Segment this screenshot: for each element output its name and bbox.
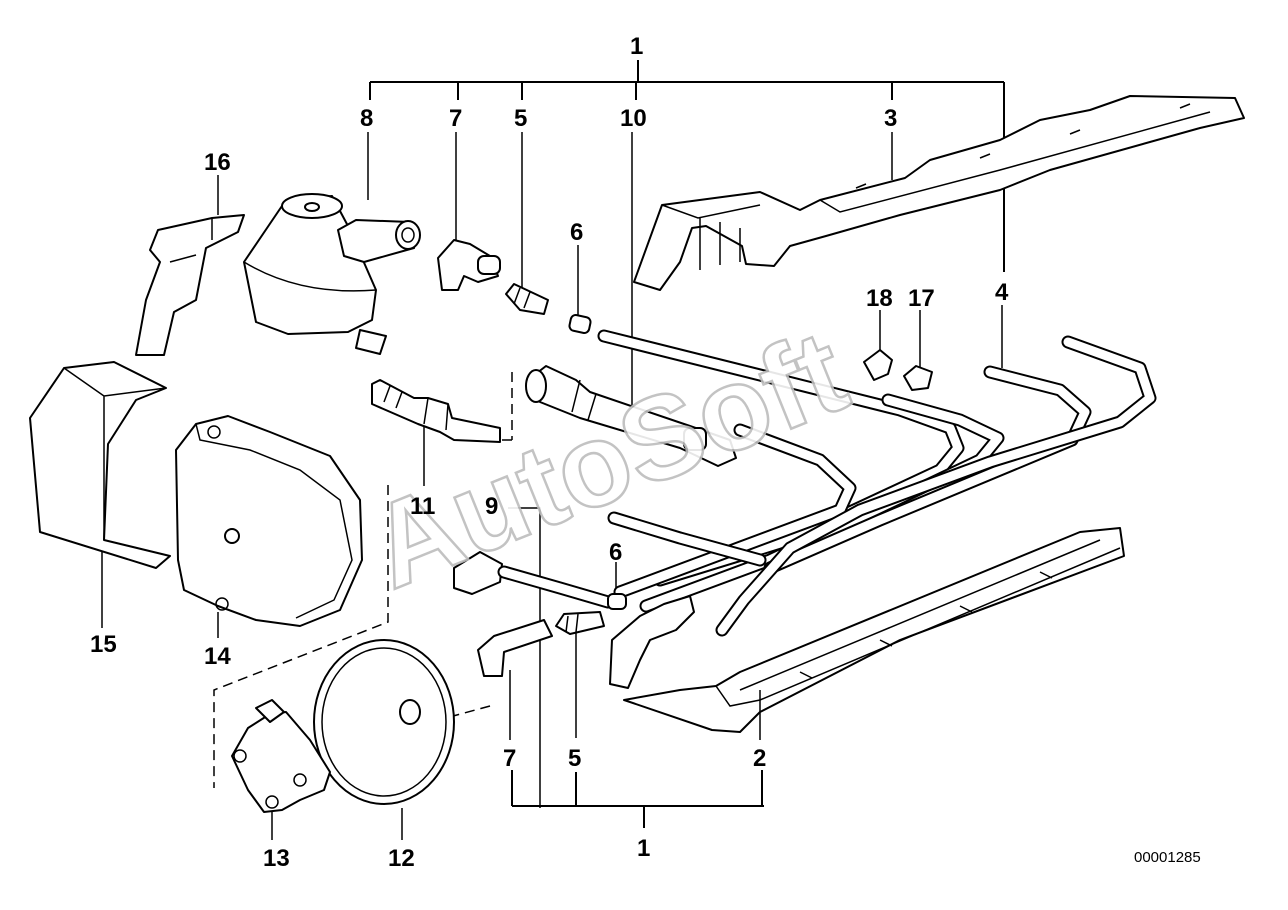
leader-lines	[101, 60, 1005, 840]
part-11-spark-plug	[371, 379, 501, 443]
label-12: 12	[388, 845, 415, 872]
label-18: 18	[866, 285, 893, 312]
label-9: 9	[485, 493, 498, 520]
part-5-lower-plug	[555, 611, 605, 635]
diagram-reference-number: 00001285	[1134, 849, 1201, 866]
label-16: 16	[204, 149, 231, 176]
label-17: 17	[908, 285, 935, 312]
label-7-bottom: 7	[503, 745, 516, 772]
label-13: 13	[263, 845, 290, 872]
callout-labels: 1 8 7 5 10 3 16 6 18 17 4 11 9 6 15 14 7…	[90, 33, 1009, 872]
part-5-upper-plug	[505, 283, 549, 315]
part-15-cover	[29, 361, 171, 569]
part-7-upper-connector	[437, 239, 501, 291]
part-8-distributor-cap	[243, 193, 421, 355]
watermark-text: AutoSoft	[352, 305, 863, 614]
label-5-bottom: 5	[568, 745, 581, 772]
label-15: 15	[90, 631, 117, 658]
label-3: 3	[884, 105, 897, 132]
part-6-lower-sleeve	[607, 593, 627, 610]
part-12-disc	[313, 639, 455, 805]
label-1-top: 1	[630, 33, 643, 60]
part-17-plug	[903, 365, 933, 391]
part-16-bracket	[135, 214, 245, 356]
label-5-top: 5	[514, 105, 527, 132]
label-1-bottom: 1	[637, 835, 650, 862]
label-11: 11	[410, 493, 435, 520]
part-14-distributor-housing	[175, 415, 363, 627]
part-9-coil-lead	[453, 551, 615, 609]
label-4: 4	[995, 279, 1009, 306]
part-18-plug	[863, 349, 893, 381]
part-6-upper-sleeve	[568, 314, 592, 334]
label-7-top: 7	[449, 105, 462, 132]
spark-plug-boot	[609, 595, 695, 689]
label-2: 2	[753, 745, 766, 772]
part-4-ignition-leads	[597, 329, 1157, 637]
part-7-lower-connector	[477, 619, 553, 677]
part-3-upper-cover	[633, 95, 1245, 291]
label-10: 10	[620, 105, 647, 132]
label-6-top: 6	[570, 219, 583, 246]
label-6-mid: 6	[609, 539, 622, 566]
part-2-cable-guide	[623, 527, 1125, 733]
label-8: 8	[360, 105, 373, 132]
part-13-rotor-arm	[231, 699, 331, 813]
label-14: 14	[204, 643, 231, 670]
part-10-plug-connector	[525, 365, 737, 467]
